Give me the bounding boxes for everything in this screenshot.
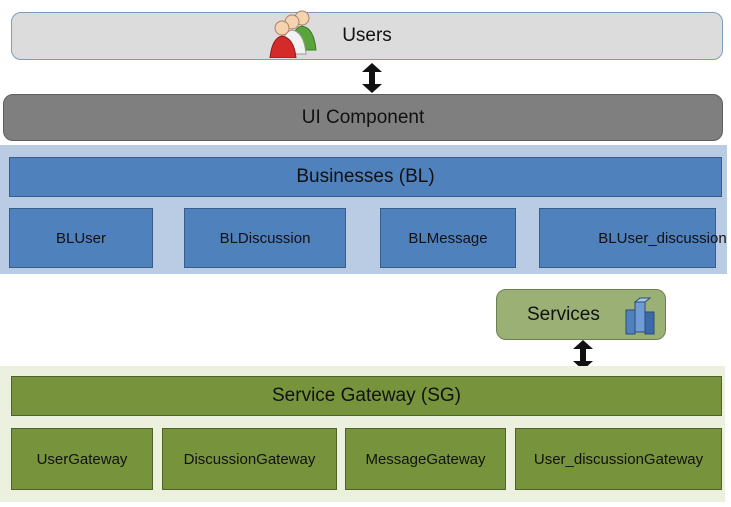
user-gateway-box: UserGateway — [11, 428, 153, 490]
bl-message-box: BLMessage — [380, 208, 516, 268]
server-cubes-icon — [625, 297, 655, 335]
business-layer-label: Businesses (BL) — [296, 166, 435, 187]
bl-user-box: BLUser — [9, 208, 153, 268]
user-discussion-gateway-box: User_discussionGateway — [515, 428, 722, 490]
bidirectional-arrow-icon — [573, 340, 593, 370]
bl-user-discussion-box: BLUser_discussion — [539, 208, 727, 268]
services-label: Services — [527, 303, 600, 325]
user-gateway-label: UserGateway — [36, 450, 128, 468]
bl-discussion-label: BLDiscussion — [219, 229, 311, 247]
message-gateway-label: MessageGateway — [365, 450, 486, 468]
users-group-icon — [269, 10, 317, 58]
ui-component-box: UI Component — [3, 94, 723, 141]
users-label: Users — [342, 25, 392, 46]
ui-component-label: UI Component — [301, 106, 425, 128]
business-layer-header: Businesses (BL) — [9, 157, 722, 197]
users-box: Users — [11, 12, 723, 60]
discussion-gateway-box: DiscussionGateway — [162, 428, 337, 490]
bl-message-label: BLMessage — [408, 229, 488, 247]
message-gateway-box: MessageGateway — [345, 428, 506, 490]
bidirectional-arrow-icon — [362, 63, 382, 93]
discussion-gateway-label: DiscussionGateway — [183, 450, 316, 468]
bl-user-discussion-label: BLUser_discussion — [598, 229, 727, 247]
service-gateway-header: Service Gateway (SG) — [11, 376, 722, 416]
user-discussion-gateway-label: User_discussionGateway — [533, 450, 704, 468]
bl-discussion-box: BLDiscussion — [184, 208, 346, 268]
service-gateway-label: Service Gateway (SG) — [272, 385, 461, 406]
bl-user-label: BLUser — [55, 229, 107, 247]
services-box: Services — [496, 289, 666, 340]
